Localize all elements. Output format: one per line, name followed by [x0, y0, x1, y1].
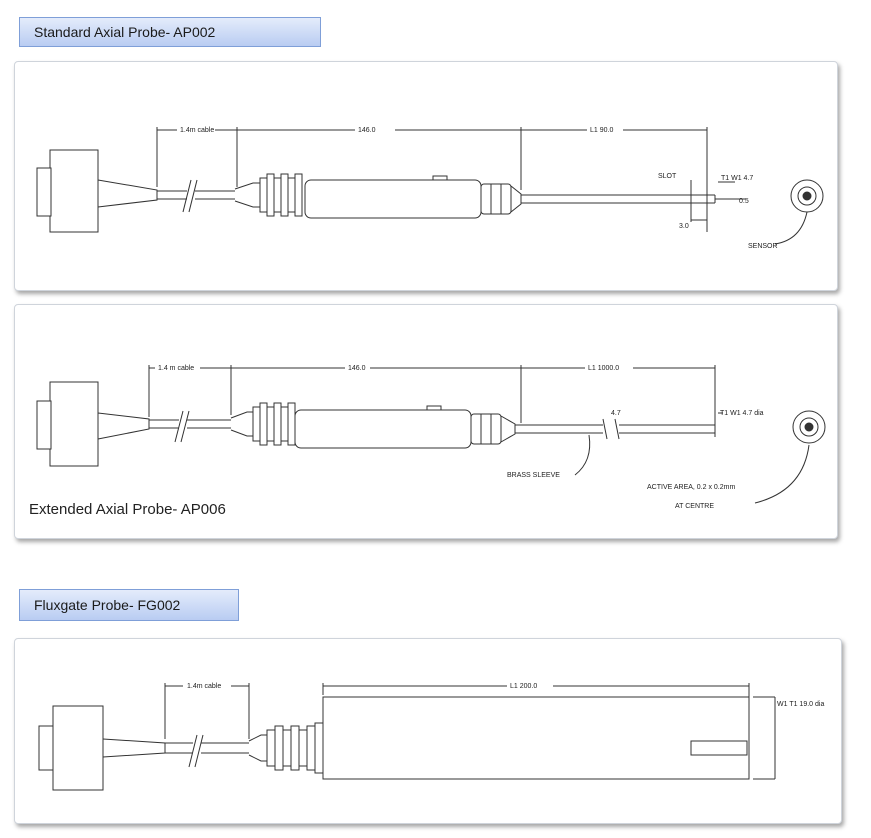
diagram-panel-ap002: 1.4m cable 146.0 L1 90.0 T1 W1 4.7 SLOT … [14, 61, 838, 291]
label-active-area: ACTIVE AREA, 0.2 x 0.2mm [647, 484, 735, 491]
dim-tip: T1 W1 4.7 dia [720, 410, 764, 417]
dim-body: 146.0 [348, 365, 366, 372]
dim-length: L1 90.0 [590, 127, 613, 134]
diagram-panel-fg002: 1.4m cable L1 200.0 W1 T1 19.0 dia [14, 638, 842, 824]
dim-step: 4.7 [611, 410, 621, 417]
dim-slot-depth: 3.0 [679, 223, 689, 230]
fluxgate-body [322, 696, 750, 780]
dim-tip: T1 W1 4.7 [721, 175, 753, 182]
ap002-drawing: 1.4m cable 146.0 L1 90.0 T1 W1 4.7 SLOT … [36, 127, 824, 250]
connector-plug [49, 149, 99, 233]
probe-title-ap002: Standard Axial Probe- AP002 [19, 17, 321, 47]
probe-body [304, 179, 482, 219]
dim-length: L1 1000.0 [588, 365, 619, 372]
dim-tip: W1 T1 19.0 dia [777, 701, 824, 708]
label-sensor: SENSOR [748, 243, 778, 250]
dim-length: L1 200.0 [510, 683, 537, 690]
fg002-drawing: 1.4m cable L1 200.0 W1 T1 19.0 dia [38, 683, 824, 791]
label-brass-sleeve: BRASS SLEEVE [507, 472, 560, 479]
dim-thickness: 0.5 [739, 198, 749, 205]
grip-ribs [259, 173, 303, 217]
dim-slot: SLOT [658, 173, 677, 180]
label-active-area-2: AT CENTRE [675, 503, 714, 510]
probe-title-ap006: Extended Axial Probe- AP006 [29, 501, 226, 518]
diagram-panel-ap006: 1.4 m cable 146.0 L1 1000.0 T1 W1 4.7 di… [14, 304, 838, 539]
dim-cable: 1.4m cable [180, 127, 214, 134]
dim-cable: 1.4m cable [187, 683, 221, 690]
dim-body: 146.0 [358, 127, 376, 134]
dim-cable: 1.4 m cable [158, 365, 194, 372]
ap006-drawing: 1.4 m cable 146.0 L1 1000.0 T1 W1 4.7 di… [36, 365, 826, 510]
probe-title-fg002: Fluxgate Probe- FG002 [19, 589, 239, 621]
